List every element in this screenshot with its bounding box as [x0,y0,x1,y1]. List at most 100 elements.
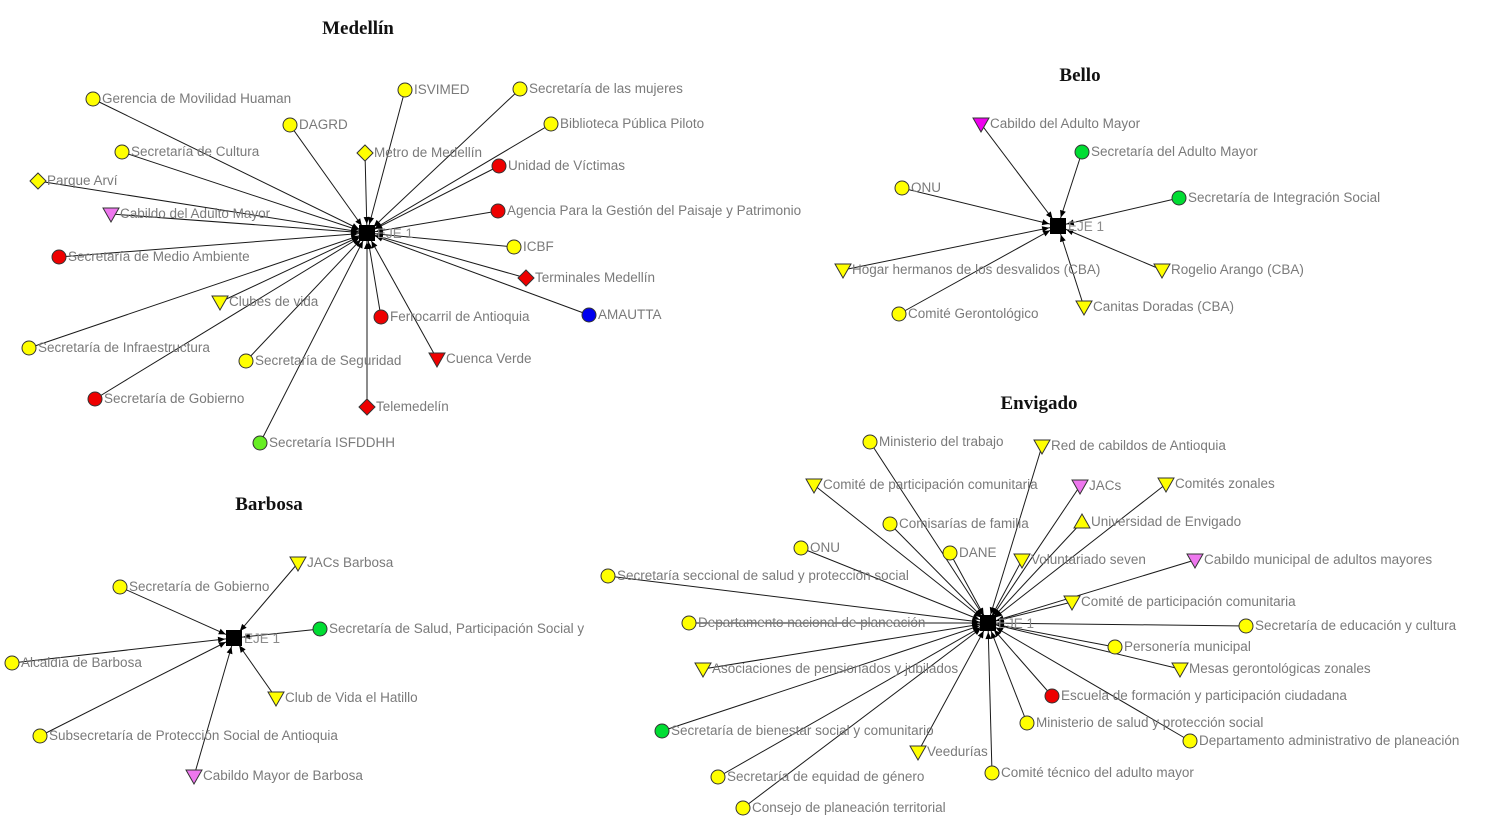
hub-envigado[interactable]: EJE 1 [980,615,1034,631]
node-parque-arvi[interactable]: Parque Arví [29,172,118,190]
node-terminales-medellin[interactable]: Terminales Medellín [517,269,655,287]
arrowhead-icon [375,235,384,242]
node-secretaria-del-adulto-mayor[interactable]: Secretaría del Adulto Mayor [1074,144,1258,160]
node-label: Mesas gerontológicas zonales [1189,661,1371,676]
node-label: JACs Barbosa [307,555,394,570]
node-canitas-doradas-cba[interactable]: Canitas Doradas (CBA) [1075,299,1234,317]
node-dagrd[interactable]: DAGRD [282,117,348,133]
node-comite-de-participacion-comunitaria[interactable]: Comité de participación comunitaria [805,477,1038,495]
arrowhead-icon [1060,209,1066,218]
edge-amautta-to-hub [366,232,590,316]
node-secretaria-de-seguridad[interactable]: Secretaría de Seguridad [238,353,401,369]
node-departamento-administrativo-de-planeacion[interactable]: Departamento administrativo de planeació… [1182,733,1459,749]
node-secretaria-de-gobierno[interactable]: Secretaría de Gobierno [87,391,244,407]
node-secretaria-isfddhh[interactable]: Secretaría ISFDDHH [252,435,395,451]
node-personeria-municipal[interactable]: Personería municipal [1107,639,1251,655]
edge-escuela-de-formacion-y-participacion-ciudadana-to-hub [987,622,1053,697]
node-secretaria-de-bienestar-social-y-comunitario[interactable]: Secretaría de bienestar social y comunit… [654,723,934,739]
yellow-triangle-up-icon [1073,512,1091,529]
node-voluntariado-seven[interactable]: Voluntariado seven [1013,552,1146,570]
node-telemedelin[interactable]: Telemedelín [358,398,449,416]
node-hogar-hermanos-de-los-desvalidos-cba[interactable]: Hogar hermanos de los desvalidos (CBA) [834,262,1100,280]
node-isvimed[interactable]: ISVIMED [397,82,470,98]
hub-medellin[interactable]: EJE 1 [359,225,413,241]
node-jacs-barbosa[interactable]: JACs Barbosa [289,555,394,573]
node-escuela-de-formacion-y-participacion-ciudadana[interactable]: Escuela de formación y participación ciu… [1044,688,1347,704]
node-consejo-de-planeacion-territorial[interactable]: Consejo de planeación territorial [735,800,946,816]
node-onu[interactable]: ONU [793,540,840,556]
node-amautta[interactable]: AMAUTTA [581,307,662,323]
node-club-de-vida-el-hatillo[interactable]: Club de Vida el Hatillo [267,690,418,708]
hub-barbosa[interactable]: EJE 1 [226,630,280,646]
node-subsecretaria-de-proteccion-social-de-antioquia[interactable]: Subsecretaría de Protección Social de An… [32,728,338,744]
arrowhead-icon [242,633,251,640]
node-secretaria-seccional-de-salud-y-proteccion-social[interactable]: Secretaría seccional de salud y protecci… [600,568,909,584]
node-ministerio-de-salud-y-proteccion-social[interactable]: Ministerio de salud y protección social [1019,715,1263,731]
edge-veedurias-to-hub [917,622,989,753]
yellow-circle-icon [282,117,298,133]
node-comite-tecnico-del-adulto-mayor[interactable]: Comité técnico del adulto mayor [984,765,1194,781]
node-secretaria-de-educacion-y-cultura[interactable]: Secretaría de educación y cultura [1238,618,1457,634]
green-light-circle-icon [252,435,268,451]
node-icbf[interactable]: ICBF [506,239,554,255]
node-red-de-cabildos-de-antioquia[interactable]: Red de cabildos de Antioquia [1033,438,1226,456]
hub-label: EJE 1 [1068,219,1104,234]
node-dane[interactable]: DANE [942,545,997,561]
node-secretaria-de-infraestructura[interactable]: Secretaría de Infraestructura [21,340,210,356]
arrowhead-icon [364,242,370,249]
node-veedurias[interactable]: Veedurías [909,744,988,762]
node-cabildo-del-adulto-mayor[interactable]: Cabildo del Adulto Mayor [102,206,271,224]
node-secretaria-de-salud-participacion-social-y[interactable]: Secretaría de Salud, Participación Socia… [312,621,584,637]
node-secretaria-de-integracion-social[interactable]: Secretaría de Integración Social [1171,190,1380,206]
node-cabildo-mayor-de-barbosa[interactable]: Cabildo Mayor de Barbosa [185,768,363,786]
hub-square-icon [1050,218,1066,234]
node-ferrocarril-de-antioquia[interactable]: Ferrocarril de Antioquia [373,309,530,325]
node-mesas-gerontologicas-zonales[interactable]: Mesas gerontológicas zonales [1171,661,1371,679]
pink-triangle-down-icon [185,769,203,786]
edge-comite-de-participacion-comunitaria-to-hub [813,484,989,624]
yellow-circle-icon [114,144,130,160]
node-secretaria-de-las-mujeres[interactable]: Secretaría de las mujeres [512,81,683,97]
node-comite-de-participacion-comunitaria[interactable]: Comité de participación comunitaria [1063,594,1296,612]
yellow-circle-icon [512,81,528,97]
node-cabildo-del-adulto-mayor[interactable]: Cabildo del Adulto Mayor [972,116,1141,134]
node-agencia-para-la-gestion-del-paisaje-y-patrimonio[interactable]: Agencia Para la Gestión del Paisaje y Pa… [490,203,801,219]
yellow-triangle-down-icon [1075,300,1093,317]
node-cuenca-verde[interactable]: Cuenca Verde [428,351,532,369]
node-secretaria-de-medio-ambiente[interactable]: Secretaría de Medio Ambiente [51,249,250,265]
node-jacs[interactable]: JACs [1071,478,1122,496]
node-comites-zonales[interactable]: Comités zonales [1157,476,1275,494]
node-unidad-de-victimas[interactable]: Unidad de Víctimas [491,158,625,174]
edge-hogar-hermanos-de-los-desvalidos-cba-to-hub [842,225,1059,271]
red-circle-icon [1044,688,1060,704]
arrowhead-icon [991,631,997,639]
arrowhead-icon [996,623,1005,630]
node-departamento-nacional-de-planeacion[interactable]: Departamento nacional de planeación [681,615,925,631]
node-alcaldia-de-barbosa[interactable]: Alcaldía de Barbosa [4,655,142,671]
arrowhead-icon [373,219,381,227]
node-biblioteca-publica-piloto[interactable]: Biblioteca Pública Piloto [543,116,704,132]
node-metro-de-medellin[interactable]: Metro de Medellín [356,144,482,162]
node-label: Secretaría de Salud, Participación Socia… [329,621,584,636]
node-rogelio-arango-cba[interactable]: Rogelio Arango (CBA) [1153,262,1304,280]
node-ministerio-del-trabajo[interactable]: Ministerio del trabajo [862,434,1004,450]
node-comite-gerontologico[interactable]: Comité Gerontológico [891,306,1039,322]
node-secretaria-de-equidad-de-genero[interactable]: Secretaría de equidad de género [710,769,924,785]
node-comisarias-de-familia[interactable]: Comisarías de familia [882,516,1029,532]
node-universidad-de-envigado[interactable]: Universidad de Envigado [1073,512,1241,529]
arrowhead-icon [977,607,984,616]
node-clubes-de-vida[interactable]: Clubes de vida [211,294,319,312]
node-label: Cabildo municipal de adultos mayores [1204,552,1432,567]
edge-personeria-municipal-to-hub [987,622,1116,648]
node-secretaria-de-gobierno[interactable]: Secretaría de Gobierno [112,579,269,595]
node-secretaria-de-cultura[interactable]: Secretaría de Cultura [114,144,260,160]
arrowhead-icon [1060,234,1066,243]
node-gerencia-de-movilidad-huaman[interactable]: Gerencia de Movilidad Huaman [85,91,291,107]
node-cabildo-municipal-de-adultos-mayores[interactable]: Cabildo municipal de adultos mayores [1186,552,1432,570]
node-asociaciones-de-pensionados-y-jubilados[interactable]: Asociaciones de pensionados y jubilados [694,661,958,679]
arrowhead-icon [239,623,247,632]
node-label: JACs [1089,478,1122,493]
edge-cabildo-del-adulto-mayor-to-hub [980,123,1059,227]
hub-bello[interactable]: EJE 1 [1050,218,1104,234]
node-onu[interactable]: ONU [894,180,941,196]
